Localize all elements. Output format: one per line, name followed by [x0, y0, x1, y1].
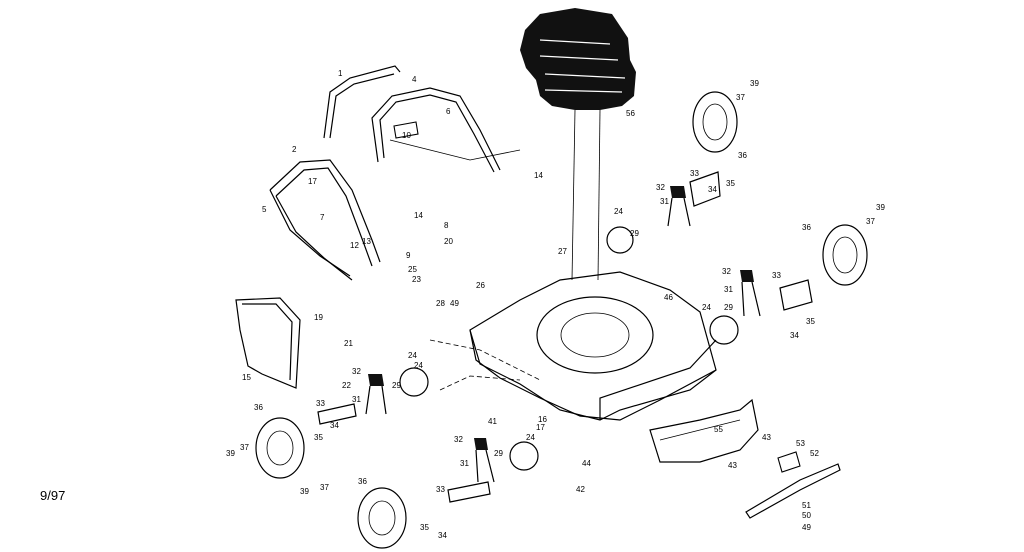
- handle-assembly: [269, 65, 521, 281]
- callout-32b: 32: [722, 267, 731, 276]
- callout-36a: 36: [738, 151, 747, 160]
- callout-24e: 24: [526, 433, 535, 442]
- callout-19: 19: [314, 313, 323, 322]
- callout-33c: 33: [316, 399, 325, 408]
- callout-42: 42: [576, 485, 585, 494]
- callout-29b: 29: [724, 303, 733, 312]
- callout-24b: 24: [702, 303, 711, 312]
- callout-1: 1: [338, 69, 343, 78]
- callout-8: 8: [444, 221, 449, 230]
- callout-44: 44: [582, 459, 591, 468]
- engine: [520, 8, 636, 281]
- callout-15: 15: [242, 373, 251, 382]
- rear-baffle: [649, 398, 759, 463]
- callout-37d: 37: [320, 483, 329, 492]
- callout-24a: 24: [614, 207, 623, 216]
- callout-35b: 35: [806, 317, 815, 326]
- callout-24c: 24: [408, 351, 417, 360]
- callout-26: 26: [476, 281, 485, 290]
- callout-16: 16: [538, 415, 547, 424]
- gear-plates: [399, 226, 739, 471]
- callout-5: 5: [262, 205, 267, 214]
- callout-21: 21: [344, 339, 353, 348]
- callout-49a: 49: [450, 299, 459, 308]
- callout-53: 53: [796, 439, 805, 448]
- callout-12: 12: [350, 241, 359, 250]
- callout-32c: 32: [352, 367, 361, 376]
- callout-36d: 36: [358, 477, 367, 486]
- callout-49b: 49: [802, 523, 811, 532]
- callout-34a: 34: [708, 185, 717, 194]
- callout-35c: 35: [314, 433, 323, 442]
- wheel-rear-left: [357, 487, 407, 549]
- callout-23: 23: [412, 275, 421, 284]
- callout-31b: 31: [724, 285, 733, 294]
- callout-50: 50: [802, 511, 811, 520]
- callout-46: 46: [664, 293, 673, 302]
- callout-28: 28: [436, 299, 445, 308]
- callout-37a: 37: [736, 93, 745, 102]
- callout-29d: 29: [494, 449, 503, 458]
- callout-55: 55: [714, 425, 723, 434]
- callout-33d: 33: [436, 485, 445, 494]
- callout-34b: 34: [790, 331, 799, 340]
- mower-deck: [429, 271, 717, 421]
- callout-29a: 29: [630, 229, 639, 238]
- grass-bag-frame: [235, 297, 301, 389]
- callout-39d: 39: [300, 487, 309, 496]
- callout-43a: 43: [762, 433, 771, 442]
- callout-labels: 1 2 4 5 6 7 8 9 10 12 13 14 14 15 16 17 …: [226, 69, 885, 540]
- callout-37c: 37: [240, 443, 249, 452]
- callout-52: 52: [810, 449, 819, 458]
- callout-24d: 24: [414, 361, 423, 370]
- callout-22: 22: [342, 381, 351, 390]
- blade: [745, 451, 841, 519]
- callout-17a: 17: [308, 177, 317, 186]
- callout-6: 6: [446, 107, 451, 116]
- callout-36c: 36: [254, 403, 263, 412]
- callout-32a: 32: [656, 183, 665, 192]
- callout-29c: 29: [392, 381, 401, 390]
- callout-20: 20: [444, 237, 453, 246]
- callout-13: 13: [362, 237, 371, 246]
- callout-10: 10: [402, 131, 411, 140]
- callout-36b: 36: [802, 223, 811, 232]
- callout-27: 27: [558, 247, 567, 256]
- callout-14b: 14: [414, 211, 423, 220]
- callout-4: 4: [412, 75, 417, 84]
- callout-33a: 33: [690, 169, 699, 178]
- callout-41: 41: [488, 417, 497, 426]
- callout-17b: 17: [536, 423, 545, 432]
- callout-34c: 34: [330, 421, 339, 430]
- callout-37b: 37: [866, 217, 875, 226]
- callout-39b: 39: [876, 203, 885, 212]
- wheel-front-right: [692, 91, 738, 153]
- callout-39a: 39: [750, 79, 759, 88]
- wheel-rear-right: [822, 224, 868, 286]
- callout-51: 51: [802, 501, 811, 510]
- date-code: 9/97: [40, 488, 65, 503]
- callout-56: 56: [626, 109, 635, 118]
- callout-7: 7: [320, 213, 325, 222]
- callout-32d: 32: [454, 435, 463, 444]
- height-adjusters: [317, 171, 813, 503]
- callout-25: 25: [408, 265, 417, 274]
- callout-39c: 39: [226, 449, 235, 458]
- callout-9: 9: [406, 251, 411, 260]
- callout-35d: 35: [420, 523, 429, 532]
- callout-14a: 14: [534, 171, 543, 180]
- callout-35a: 35: [726, 179, 735, 188]
- callout-31c: 31: [352, 395, 361, 404]
- callout-31a: 31: [660, 197, 669, 206]
- callout-43b: 43: [728, 461, 737, 470]
- callout-33b: 33: [772, 271, 781, 280]
- callout-2: 2: [292, 145, 297, 154]
- callout-34d: 34: [438, 531, 447, 540]
- callout-31d: 31: [460, 459, 469, 468]
- wheel-front-left: [255, 417, 305, 479]
